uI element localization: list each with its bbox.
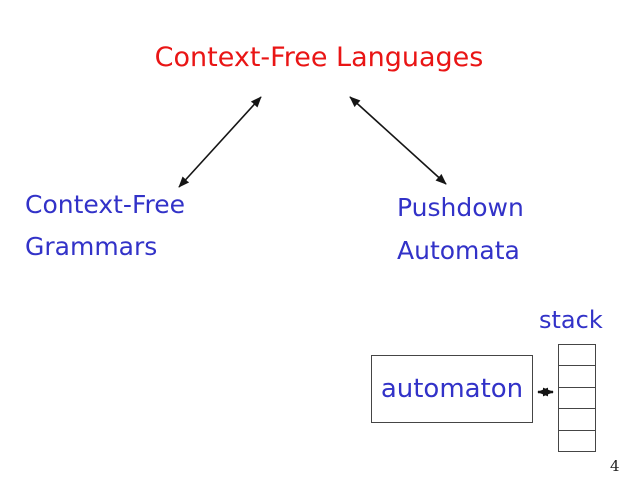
stack-label: stack [539,306,603,334]
node-label-line: Automata [397,236,520,265]
node-label-line: Context-Free [25,190,186,219]
stack-cell [559,408,595,429]
double-headed-arrow-icon-right [349,96,447,185]
node-label-line: Grammars [25,232,158,261]
stack-cell [559,386,595,408]
stack-cells [558,344,596,452]
page-number: 4 [610,457,620,475]
node-context-free-grammars: Context-Free Grammars [25,184,185,268]
stack-cell [559,365,595,386]
automaton-box: automaton [371,355,533,423]
double-headed-arrow-icon-left [178,96,262,188]
node-label-line: Pushdown [397,193,524,222]
stack-cell [559,429,595,451]
stack-cell [559,345,595,365]
node-pushdown-automata: Pushdown Automata [397,186,524,272]
automaton-label: automaton [380,374,524,404]
slide-title: Context-Free Languages [154,42,484,73]
